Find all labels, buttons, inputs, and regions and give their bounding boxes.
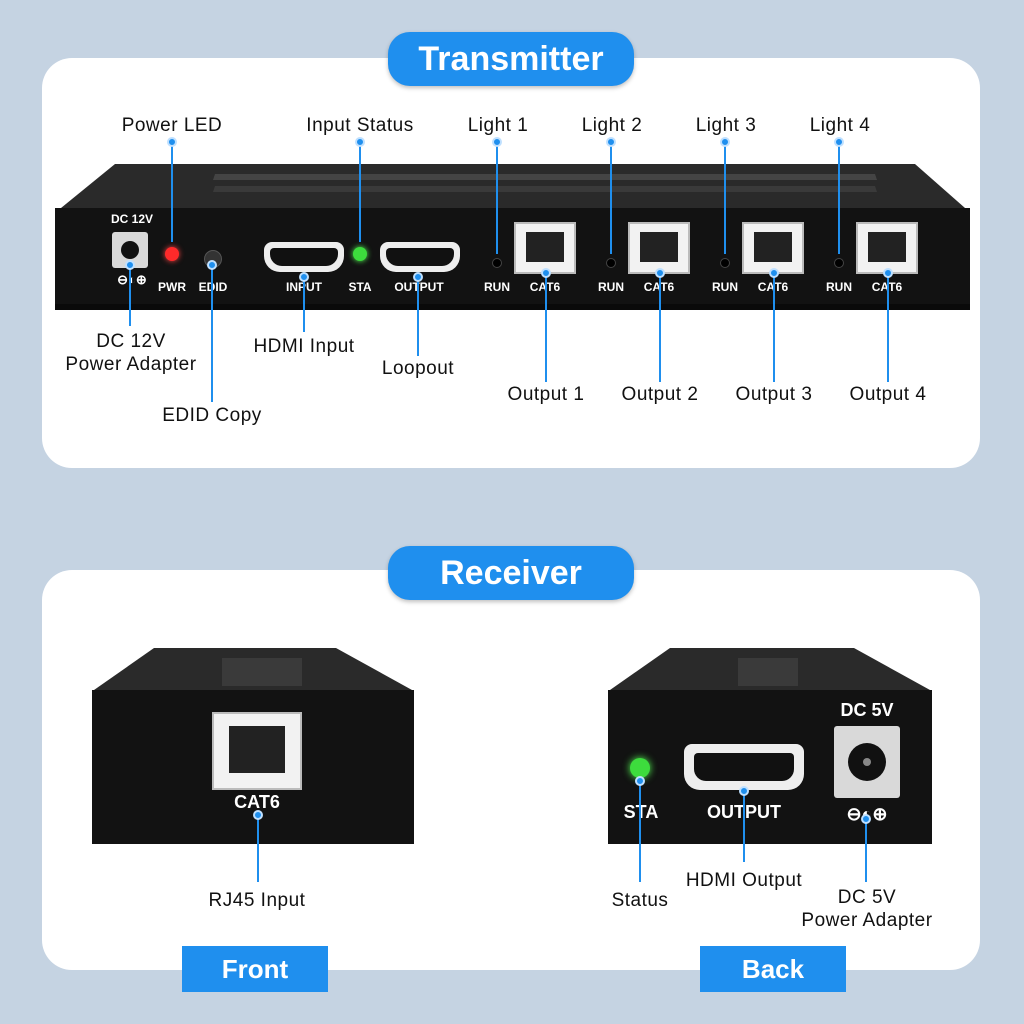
tx-sta-label: STA (348, 280, 372, 294)
leader-dot-output-2 (655, 268, 665, 278)
leader-edid (211, 268, 213, 402)
tx-cat6-label-3: CAT6 (748, 280, 798, 294)
callout-rj45-input: RJ45 Input (208, 890, 306, 911)
callout-output-3: Output 3 (735, 384, 813, 405)
tx-hdmi-input-port[interactable] (264, 242, 344, 272)
leader-light-1 (496, 142, 498, 254)
callout-power-led: Power LED (121, 115, 223, 136)
leader-hdmi-input (303, 278, 305, 332)
leader-loopout (417, 278, 419, 356)
tx-run-label-4: RUN (826, 280, 852, 294)
tx-edid-label: EDID (190, 280, 236, 294)
rx-back-sta-led (630, 758, 650, 778)
rx-front-cat6-label: CAT6 (234, 792, 280, 812)
callout-hdmi-output: HDMI Output (685, 870, 803, 891)
leader-dot-rj45-input (253, 810, 263, 820)
tx-cat6-label-4: CAT6 (862, 280, 912, 294)
callout-input-status: Input Status (306, 115, 414, 136)
tx-run-label-3: RUN (712, 280, 738, 294)
tx-dc-label: DC 12V (110, 212, 154, 226)
callout-light-4: Light 4 (809, 115, 871, 136)
leader-dot-power-led (167, 137, 177, 147)
leader-dot-output-4 (883, 268, 893, 278)
tx-output-label: OUTPUT (394, 280, 444, 294)
leader-dot-loopout (413, 272, 423, 282)
rx-back-dc-jack[interactable] (834, 726, 900, 798)
tx-run-label-1: RUN (484, 280, 510, 294)
tx-cat6-label-1: CAT6 (520, 280, 570, 294)
leader-dot-edid (207, 260, 217, 270)
receiver-title: Receiver (388, 546, 634, 600)
leader-dot-output-3 (769, 268, 779, 278)
tx-pwr-label: PWR (158, 280, 186, 294)
leader-hdmi-output (743, 792, 745, 862)
leader-output-2 (659, 274, 661, 382)
tx-dc-symbol: ⊖◐⊕ (117, 272, 147, 287)
leader-dot-light-4 (834, 137, 844, 147)
callout-output-1: Output 1 (507, 384, 585, 405)
callout-dc-12v: DC 12V Power Adapter (65, 331, 197, 375)
tx-run-led-4 (834, 258, 844, 268)
leader-status (639, 782, 641, 882)
rx-front-cat6-port[interactable] (212, 712, 302, 790)
leader-dot-light-1 (492, 137, 502, 147)
leader-dot-status (635, 776, 645, 786)
rx-back-sta-label: STA (616, 802, 666, 823)
leader-input-status (359, 142, 361, 242)
tx-cat6-port-2[interactable] (628, 222, 690, 274)
leader-rj45-input (257, 816, 259, 882)
tx-cat6-port-3[interactable] (742, 222, 804, 274)
callout-light-2: Light 2 (581, 115, 643, 136)
tx-cat6-label-2: CAT6 (634, 280, 684, 294)
callout-output-2: Output 2 (621, 384, 699, 405)
callout-hdmi-input: HDMI Input (253, 336, 355, 357)
callout-status: Status (611, 890, 669, 911)
leader-dot-output-1 (541, 268, 551, 278)
callout-output-4: Output 4 (849, 384, 927, 405)
leader-dot-light-2 (606, 137, 616, 147)
tx-cat6-port-4[interactable] (856, 222, 918, 274)
tx-run-led-1 (492, 258, 502, 268)
callout-light-3: Light 3 (695, 115, 757, 136)
leader-light-4 (838, 142, 840, 254)
leader-dot-hdmi-output (739, 786, 749, 796)
transmitter-title: Transmitter (388, 32, 634, 86)
leader-dot-hdmi-input (299, 272, 309, 282)
callout-light-1: Light 1 (467, 115, 529, 136)
tx-cat6-port-1[interactable] (514, 222, 576, 274)
leader-power-led (171, 142, 173, 242)
leader-dc (129, 268, 131, 326)
tx-sta-led (353, 247, 367, 261)
tx-run-label-2: RUN (598, 280, 624, 294)
leader-dot-dc-5v (861, 814, 871, 824)
tx-power-led (165, 247, 179, 261)
leader-dc-5v (865, 820, 867, 882)
tx-hdmi-output-port[interactable] (380, 242, 460, 272)
leader-output-3 (773, 274, 775, 382)
leader-light-2 (610, 142, 612, 254)
callout-loopout: Loopout (381, 358, 455, 379)
tx-run-led-2 (606, 258, 616, 268)
leader-dot-dc (125, 260, 135, 270)
callout-edid-copy: EDID Copy (162, 405, 262, 426)
leader-output-1 (545, 274, 547, 382)
back-tag: Back (700, 946, 846, 992)
front-tag: Front (182, 946, 328, 992)
tx-run-led-3 (720, 258, 730, 268)
callout-dc-5v: DC 5V Power Adapter (801, 887, 933, 931)
leader-output-4 (887, 274, 889, 382)
rx-back-dc-label: DC 5V (840, 700, 894, 720)
rx-back-hdmi-output-port[interactable] (684, 744, 804, 790)
leader-light-3 (724, 142, 726, 254)
leader-dot-light-3 (720, 137, 730, 147)
leader-dot-input-status (355, 137, 365, 147)
